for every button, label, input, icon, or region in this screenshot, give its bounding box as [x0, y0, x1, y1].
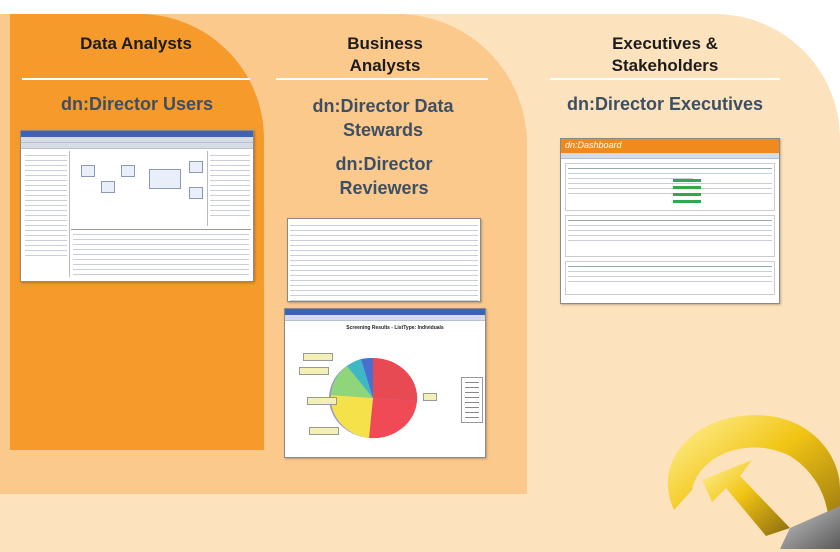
executives-subtitle: dn:Director Executives [566, 94, 764, 114]
executives-divider [550, 78, 780, 80]
executive-dashboard-screenshot: dn:Dashboard [560, 138, 780, 304]
data-analysts-title: Data Analysts [80, 34, 192, 53]
data-analysts-divider [22, 78, 250, 80]
business-analysts-subtitle-reviewers: dn:Director Reviewers [335, 154, 433, 198]
business-analysts-divider [276, 78, 488, 80]
data-steward-table-screenshot [287, 218, 481, 302]
pie-chart-graphic [329, 357, 418, 439]
swoosh-arrow-logo [667, 415, 840, 549]
screening-results-pie-screenshot: Screening Results - ListType: Individual… [284, 308, 486, 458]
dashboard-logo-text: dn:Dashboard [565, 140, 622, 150]
director-workflow-screenshot [20, 130, 254, 282]
executives-title: Executives & Stakeholders [611, 34, 719, 75]
business-analysts-title: Business Analysts [347, 34, 423, 75]
business-analysts-subtitle-stewards: dn:Director Data Stewards [312, 96, 454, 140]
data-analysts-subtitle: dn:Director Users [60, 94, 214, 114]
pie-chart-title: Screening Results - ListType: Individual… [346, 325, 444, 331]
